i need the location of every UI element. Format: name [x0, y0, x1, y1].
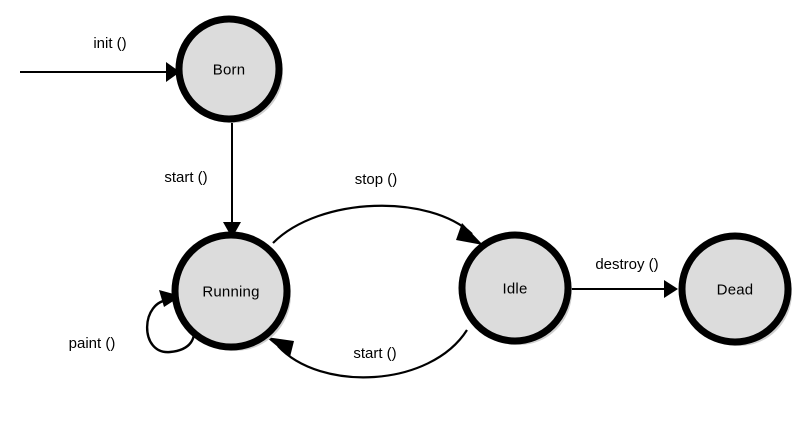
state-node-born-circle[interactable]: [175, 15, 283, 123]
state-node-running[interactable]: Running: [171, 231, 291, 351]
edge-start-born-running-arrowhead: [223, 222, 241, 238]
edge-init-arrowhead: [166, 62, 180, 82]
state-node-running-circle[interactable]: [171, 231, 291, 351]
edge-paint-self-loop: [146, 290, 195, 354]
edge-label-stop: stop (): [355, 171, 398, 188]
edge-stop-running-idle-curve: [272, 204, 473, 244]
state-node-born[interactable]: Born: [175, 15, 283, 123]
edge-destroy-idle-dead: [570, 280, 678, 298]
edge-start-born-running: [223, 120, 241, 238]
edge-label-destroy: destroy (): [595, 256, 658, 273]
edge-paint-self-loop-curve: [146, 298, 195, 354]
edge-start-idle-running-curve: [277, 329, 468, 379]
edge-label-init: init (): [93, 35, 126, 52]
edge-start-idle-running: [266, 329, 468, 379]
state-node-idle-label: Idle: [503, 281, 528, 298]
edge-start-idle-running-arrowhead: [266, 337, 294, 357]
edge-label-start-idle-running: start (): [353, 345, 396, 362]
edge-stop-running-idle: [272, 204, 483, 245]
state-node-dead-circle[interactable]: [678, 232, 792, 346]
edge-destroy-idle-dead-arrowhead: [664, 280, 678, 298]
state-node-idle-circle[interactable]: [458, 231, 572, 345]
edge-label-start-born-running: start (): [164, 169, 207, 186]
state-node-dead[interactable]: Dead: [678, 232, 792, 346]
edge-paint-self-loop-arrowhead: [159, 290, 181, 307]
state-node-dead-label: Dead: [717, 282, 754, 299]
edge-init: [20, 62, 180, 82]
edge-stop-running-idle-arrowhead: [456, 223, 483, 245]
state-node-running-label: Running: [202, 284, 259, 301]
edge-label-paint: paint (): [69, 335, 116, 352]
state-node-idle[interactable]: Idle: [458, 231, 572, 345]
state-node-born-label: Born: [213, 62, 246, 79]
